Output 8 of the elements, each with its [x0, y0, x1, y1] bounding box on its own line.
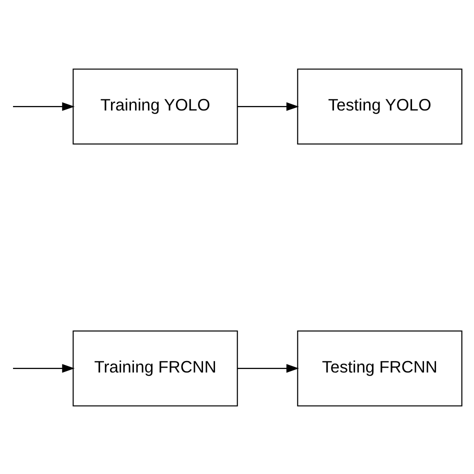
node-box: Testing YOLO: [297, 68, 462, 144]
arrow: [238, 102, 299, 110]
arrow: [13, 102, 75, 110]
node-box: Training FRCNN: [72, 330, 238, 406]
node-box: Training YOLO: [72, 68, 238, 144]
node-box: Testing FRCNN: [297, 330, 462, 406]
arrow: [13, 364, 75, 372]
arrow: [238, 364, 299, 372]
